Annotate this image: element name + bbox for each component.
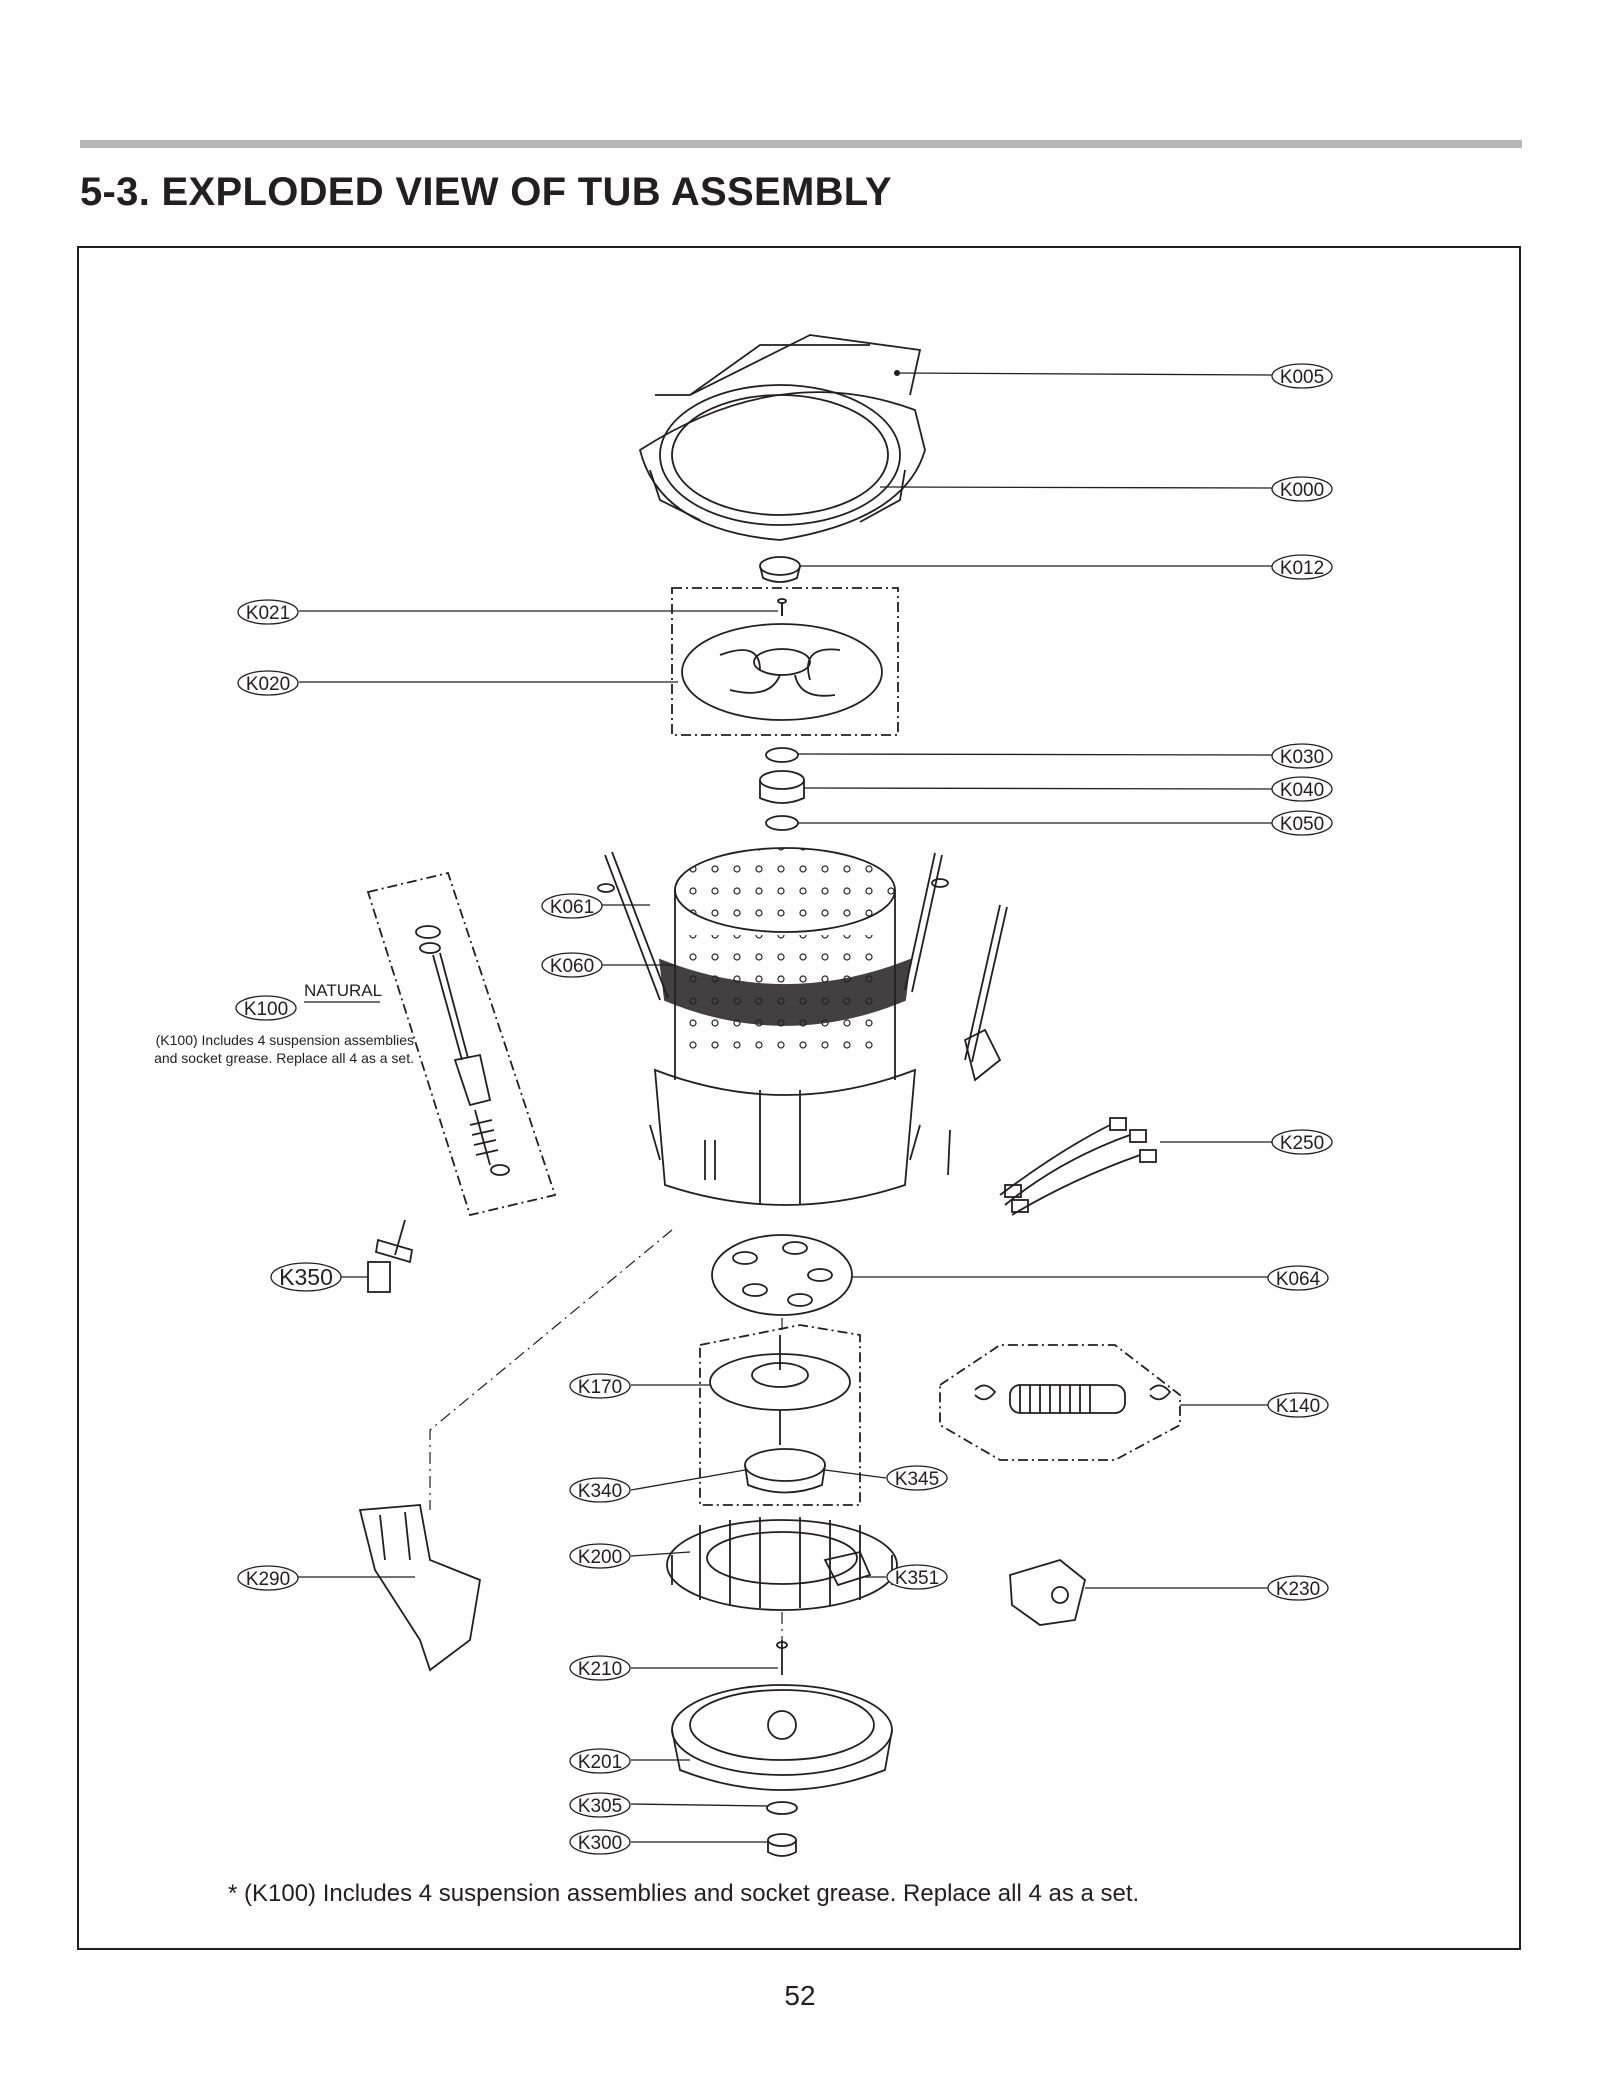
part-label-k230: K230 bbox=[1267, 1575, 1329, 1601]
svg-text:K000: K000 bbox=[1280, 480, 1324, 501]
svg-text:K230: K230 bbox=[1276, 1579, 1320, 1600]
part-label-k200: K200 bbox=[569, 1543, 631, 1569]
part-label-k350: K350 bbox=[270, 1262, 342, 1292]
svg-text:K350: K350 bbox=[279, 1264, 333, 1290]
suspension-rods-drawing bbox=[597, 851, 1008, 1176]
stator-drawing bbox=[666, 1517, 898, 1611]
bearing-housing-plate-drawing bbox=[711, 1234, 853, 1316]
svg-text:K060: K060 bbox=[550, 956, 594, 977]
part-label-k210: K210 bbox=[569, 1655, 631, 1681]
svg-text:K210: K210 bbox=[578, 1659, 622, 1680]
svg-text:K305: K305 bbox=[578, 1796, 622, 1817]
svg-text:K040: K040 bbox=[1280, 780, 1324, 801]
svg-text:K345: K345 bbox=[895, 1469, 939, 1490]
drum-tub-drawing bbox=[649, 847, 921, 1206]
svg-text:K250: K250 bbox=[1280, 1133, 1324, 1154]
part-label-k300: K300 bbox=[569, 1829, 631, 1855]
part-label-k250: K250 bbox=[1271, 1129, 1333, 1155]
part-label-k100: K100 bbox=[235, 995, 297, 1021]
pulsator-drawing bbox=[671, 587, 899, 736]
tub-cover-drawing bbox=[638, 334, 926, 541]
page-number: 52 bbox=[784, 1980, 816, 2011]
side-note-line-2: and socket grease. Replace all 4 as a se… bbox=[154, 1050, 414, 1066]
part-label-k345: K345 bbox=[886, 1465, 948, 1491]
part-label-k340: K340 bbox=[569, 1477, 631, 1503]
lever-bracket-drawing bbox=[358, 1504, 482, 1672]
water-level-sensor-drawing bbox=[367, 1219, 414, 1293]
svg-text:K200: K200 bbox=[578, 1547, 622, 1568]
shaft-bearing-drawing bbox=[744, 1448, 826, 1494]
diagram-frame bbox=[77, 246, 1521, 1950]
part-label-k020: K020 bbox=[237, 670, 299, 696]
rotor-drawing bbox=[671, 1684, 893, 1791]
svg-text:K050: K050 bbox=[1280, 814, 1324, 835]
guide-lines bbox=[429, 1229, 783, 1640]
svg-text:K140: K140 bbox=[1276, 1396, 1320, 1417]
svg-text:K061: K061 bbox=[550, 897, 594, 918]
side-note-line-1: (K100) Includes 4 suspension assemblies bbox=[155, 1032, 414, 1048]
natural-label: NATURAL bbox=[304, 981, 383, 1000]
svg-text:K100: K100 bbox=[244, 999, 288, 1020]
part-label-k305: K305 bbox=[569, 1792, 631, 1818]
part-label-k012: K012 bbox=[1271, 554, 1333, 580]
svg-text:K300: K300 bbox=[578, 1833, 622, 1854]
cap-drawing bbox=[759, 556, 801, 583]
svg-text:K064: K064 bbox=[1276, 1269, 1321, 1290]
top-rule bbox=[80, 140, 1522, 148]
part-label-k290: K290 bbox=[237, 1565, 299, 1591]
svg-text:K340: K340 bbox=[578, 1481, 622, 1502]
footnote: * (K100) Includes 4 suspension assemblie… bbox=[228, 1880, 1140, 1907]
part-label-k050: K050 bbox=[1271, 810, 1333, 836]
svg-text:K021: K021 bbox=[246, 603, 290, 624]
part-label-k061: K061 bbox=[541, 893, 603, 919]
svg-text:K351: K351 bbox=[895, 1568, 939, 1589]
drain-hose-drawing bbox=[939, 1344, 1181, 1461]
part-label-k201: K201 bbox=[569, 1748, 631, 1774]
suspension-assembly-drawing bbox=[366, 871, 557, 1217]
part-label-k170: K170 bbox=[569, 1373, 631, 1399]
svg-text:K012: K012 bbox=[1280, 558, 1324, 579]
k100-side-note: (K100) Includes 4 suspension assemblies … bbox=[94, 1031, 414, 1067]
part-label-k351: K351 bbox=[886, 1564, 948, 1590]
svg-text:K020: K020 bbox=[246, 674, 290, 695]
part-label-k021: K021 bbox=[237, 599, 299, 625]
svg-text:K005: K005 bbox=[1280, 367, 1324, 388]
part-label-k040: K040 bbox=[1271, 776, 1333, 802]
clutch-washer-nut-drawing bbox=[759, 747, 805, 831]
part-label-k030: K030 bbox=[1271, 743, 1333, 769]
page-title: 5-3. EXPLODED VIEW OF TUB ASSEMBLY bbox=[80, 170, 892, 214]
svg-text:K030: K030 bbox=[1280, 747, 1324, 768]
part-label-k064: K064 bbox=[1267, 1265, 1329, 1291]
part-label-k140: K140 bbox=[1267, 1392, 1329, 1418]
svg-text:K290: K290 bbox=[246, 1569, 290, 1590]
rotor-bolt-drawing bbox=[776, 1640, 788, 1675]
drain-motor-drawing bbox=[1009, 1559, 1087, 1626]
part-label-k060: K060 bbox=[541, 952, 603, 978]
bearing-housing-drawing bbox=[699, 1324, 861, 1506]
part-callouts: K005 K000 K012 K021 K020 K030 K040 K050 … bbox=[235, 363, 1333, 1855]
leader-lines bbox=[298, 372, 1273, 1843]
washer-nut-drawing bbox=[766, 1801, 798, 1857]
svg-text:K170: K170 bbox=[578, 1377, 622, 1398]
wire-harness-drawing bbox=[999, 1117, 1157, 1216]
part-label-k005: K005 bbox=[1271, 363, 1333, 389]
svg-text:K201: K201 bbox=[578, 1752, 622, 1773]
part-label-k000: K000 bbox=[1271, 476, 1333, 502]
